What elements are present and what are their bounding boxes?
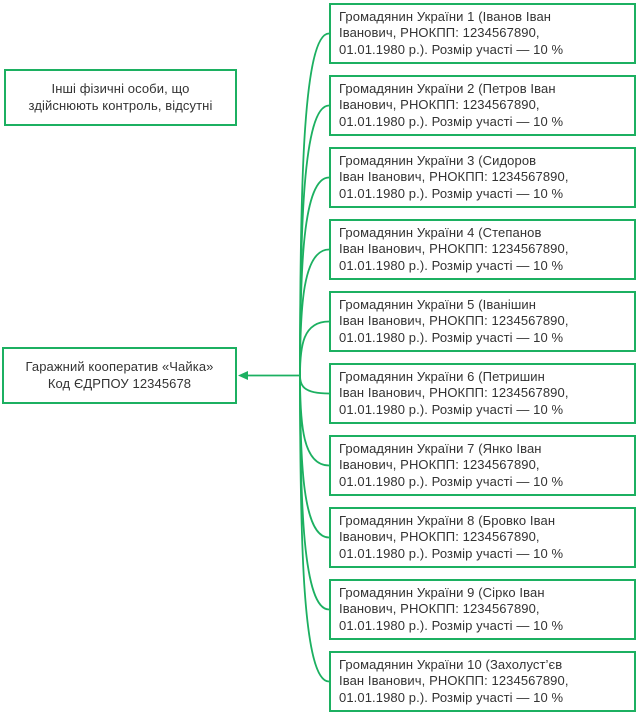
member-box: Громадянин України 9 (Сірко Іван Іванови…: [329, 579, 636, 640]
member-text: Громадянин України 3 (Сидоров Іван Івано…: [339, 153, 569, 201]
member-box: Громадянин України 5 (Іванішин Іван Іван…: [329, 291, 636, 352]
connector-curve: [299, 320, 330, 376]
member-box: Громадянин України 6 (Петришин Іван Іван…: [329, 363, 636, 424]
company-text: Гаражний кооператив «Чайка» Код ЄДРПОУ 1…: [25, 359, 214, 391]
no-other-controllers-box: Інші фізичні особи, що здійснюють контро…: [4, 69, 237, 126]
member-text: Громадянин України 7 (Янко Іван Іванович…: [339, 441, 564, 489]
member-box: Громадянин України 1 (Іванов Іван Іванов…: [329, 3, 636, 64]
member-box: Громадянин України 3 (Сидоров Іван Івано…: [329, 147, 636, 208]
member-box: Громадянин України 2 (Петров Іван Іванов…: [329, 75, 636, 136]
member-box: Громадянин України 7 (Янко Іван Іванович…: [329, 435, 636, 496]
member-box: Громадянин України 8 (Бровко Іван Іванов…: [329, 507, 636, 568]
arrow-left-icon: [238, 371, 248, 380]
member-text: Громадянин України 9 (Сірко Іван Іванови…: [339, 585, 564, 633]
member-text: Громадянин України 6 (Петришин Іван Іван…: [339, 369, 569, 417]
connector-curve: [299, 176, 330, 376]
connector-curve: [299, 375, 330, 539]
company-box: Гаражний кооператив «Чайка» Код ЄДРПОУ 1…: [2, 347, 237, 404]
member-text: Громадянин України 1 (Іванов Іван Іванов…: [339, 9, 564, 57]
member-text: Громадянин України 5 (Іванішин Іван Іван…: [339, 297, 569, 345]
connector-curve: [299, 248, 330, 376]
member-text: Громадянин України 2 (Петров Іван Іванов…: [339, 81, 564, 129]
connector-curve: [299, 375, 330, 683]
connector-curve: [299, 375, 330, 395]
member-text: Громадянин України 4 (Степанов Іван Іван…: [339, 225, 569, 273]
no-other-controllers-text: Інші фізичні особи, що здійснюють контро…: [28, 81, 213, 113]
member-box: Громадянин України 4 (Степанов Іван Іван…: [329, 219, 636, 280]
member-box: Громадянин України 10 (Захолуст’єв Іван …: [329, 651, 636, 712]
member-text: Громадянин України 10 (Захолуст’єв Іван …: [339, 657, 569, 705]
member-text: Громадянин України 8 (Бровко Іван Іванов…: [339, 513, 564, 561]
members-column: Громадянин України 1 (Іванов Іван Іванов…: [329, 3, 636, 712]
